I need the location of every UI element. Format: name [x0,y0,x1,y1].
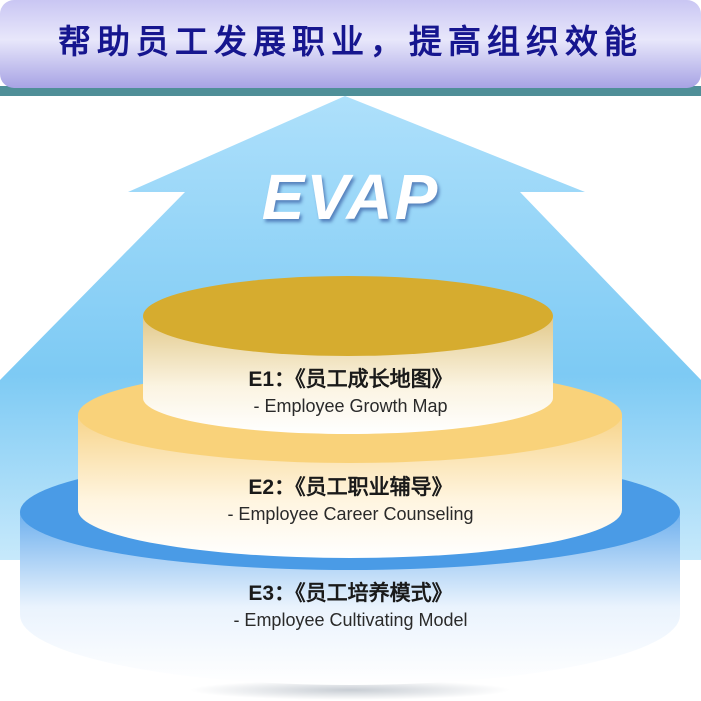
tier-3-label: E3：《员工培养模式》 - Employee Cultivating Model [0,580,701,632]
evap-title: EVAP [261,161,440,233]
tier-2-english: - Employee Career Counseling [227,504,474,524]
tier-1-english: - Employee Growth Map [253,396,448,416]
tier-1-top [143,276,553,356]
tier-1-code: E1：《员工成长地图》 [248,368,453,391]
floor-shadow [190,680,510,700]
tier-2-label: E2：《员工职业辅导》 - Employee Career Counseling [0,474,701,526]
tier-3-code: E3：《员工培养模式》 [248,582,453,605]
banner-title: 帮助员工发展职业，提高组织效能 [58,22,643,61]
tier-3-english: - Employee Cultivating Model [233,610,468,630]
banner-background [0,0,701,96]
banner-underline [0,86,701,96]
tier-1-label: E1：《员工成长地图》 - Employee Growth Map [0,366,701,418]
header-banner: 帮助员工发展职业，提高组织效能 [0,0,701,96]
tier-2-code: E2：《员工职业辅导》 [248,476,453,499]
banner-panel [0,0,701,88]
